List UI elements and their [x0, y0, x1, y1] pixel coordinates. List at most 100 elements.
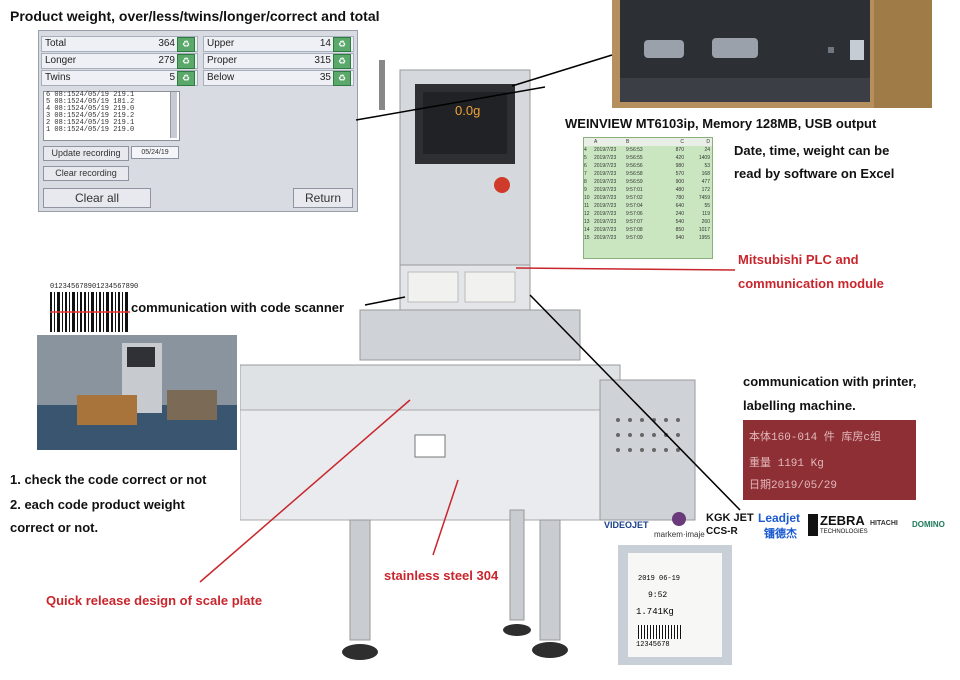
sheet-cell: 2019/7/23: [594, 171, 617, 177]
clear-recording-button[interactable]: Clear recording: [43, 166, 129, 181]
check-caption-1: 1. check the code correct or not: [10, 472, 207, 487]
sheet-cell: 9:56:59: [626, 179, 643, 185]
barcode-digits: 01234567890123456789​0: [50, 283, 139, 291]
brand-hitachi: HITACHI: [870, 520, 898, 527]
sheet-cell: 260: [701, 219, 710, 225]
list-item: 3 08:1524/05/19 219.2: [46, 112, 135, 120]
brand-ccsr: CCS-R: [706, 526, 738, 537]
sheet-cell: 980: [675, 163, 684, 169]
sheet-cell: 2019/7/23: [594, 155, 617, 161]
sheet-cell: 640: [675, 203, 684, 209]
list-scrollbar[interactable]: [170, 92, 177, 138]
emergency-stop-icon: [494, 177, 510, 193]
counter-value: 5: [169, 72, 175, 83]
sheet-cell: 477: [701, 179, 710, 185]
sheet-cell: 9: [584, 187, 587, 193]
sheet-cell: 9:57:01: [626, 187, 643, 193]
sheet-cell: 9:57:08: [626, 227, 643, 233]
recycle-icon[interactable]: ♻: [177, 37, 195, 52]
counter-twins: Twins 5 ♻: [41, 70, 198, 86]
sheet-cell: 480: [675, 187, 684, 193]
brand-domino: DOMINO: [912, 520, 945, 529]
sheet-cell: 168: [701, 171, 710, 177]
sheet-cell: 55: [704, 203, 710, 209]
recycle-icon[interactable]: ♻: [177, 54, 195, 69]
sheet-cell: 6: [584, 163, 587, 169]
list-item: 5 08:1524/05/19 181.2: [46, 98, 135, 106]
list-item: 4 08:1524/05/19 219.0: [46, 105, 135, 113]
sheet-cell: 570: [675, 171, 684, 177]
counter-value: 315: [314, 55, 331, 66]
label-barcode-icon: [638, 625, 682, 639]
hmi-model-caption: WEINVIEW MT6103ip, Memory 128MB, USB out…: [565, 116, 877, 131]
brand-videojet: VIDEOJET: [604, 520, 649, 530]
excel-caption-line2: read by software on Excel: [734, 166, 895, 181]
counter-proper: Proper 315 ♻: [203, 53, 354, 69]
hmi-panel: Total 364 ♻ Longer 279 ♻ Twins 5 ♻ Upper…: [38, 30, 358, 212]
sheet-header-cell: C: [680, 139, 684, 145]
label-card: 2019 06-19 9:52 1.741Kg 12345678: [628, 553, 722, 657]
sheet-header-cell: B: [626, 139, 630, 145]
sheet-cell: 420: [675, 155, 684, 161]
sheet-cell: 9:57:02: [626, 195, 643, 201]
brand-zebra-sub: TECHNOLOGIES: [820, 529, 868, 535]
sheet-cell: 8: [584, 179, 587, 185]
sheet-cell: 9:57:09: [626, 235, 643, 241]
record-list[interactable]: 6 08:1524/05/19 219.1 5 08:1524/05/19 18…: [43, 91, 180, 141]
sheet-cell: 1017: [698, 227, 710, 233]
excel-caption-line1: Date, time, weight can be: [734, 143, 890, 158]
sheet-cell: 850: [675, 227, 684, 233]
sheet-cell: 2019/7/23: [594, 179, 617, 185]
recycle-icon[interactable]: ♻: [333, 54, 351, 69]
counter-label: Proper: [207, 55, 238, 66]
counter-upper: Upper 14 ♻: [203, 36, 354, 52]
return-button[interactable]: Return: [293, 188, 353, 208]
scanner-caption: communication with code scanner: [131, 300, 345, 315]
label-date: 2019 06-19: [638, 575, 681, 583]
counter-value: 364: [158, 38, 175, 49]
sheet-cell: 172: [701, 187, 710, 193]
sheet-cell: 2019/7/23: [594, 187, 617, 193]
sheet-cell: 24: [704, 147, 710, 153]
sheet-cell: 9:57:07: [626, 219, 643, 225]
recycle-icon[interactable]: ♻: [333, 71, 351, 86]
sheet-cell: 7459: [698, 195, 710, 201]
clear-all-button[interactable]: Clear all: [43, 188, 151, 208]
sheet-cell: 119: [702, 211, 710, 217]
check-caption-2b: correct or not.: [10, 520, 99, 535]
sheet-cell: 15: [584, 235, 590, 241]
sheet-cell: 13: [584, 219, 590, 225]
sheet-cell: 2019/7/23: [594, 147, 617, 153]
recycle-icon[interactable]: ♻: [333, 37, 351, 52]
counter-value: 14: [319, 38, 331, 49]
sheet-cell: 53: [704, 163, 710, 169]
usb-port-icon: [850, 40, 864, 60]
sheet-cell: 14: [584, 227, 590, 233]
recycle-icon[interactable]: ♻: [177, 71, 195, 86]
counter-longer: Longer 279 ♻: [41, 53, 198, 69]
label-weight: 1.741Kg: [636, 607, 674, 617]
update-recording-button[interactable]: Update recording: [43, 146, 129, 161]
inkjet-print-sample: 本体160-014 件 库房c组 重量 1191 Kg 日期2019/05/29: [743, 420, 916, 500]
counter-label: Total: [45, 38, 67, 49]
print-line-2: 重量 1191 Kg: [749, 458, 824, 470]
communication-module: [464, 271, 516, 303]
counter-label: Twins: [45, 72, 71, 83]
print-line-1: 本体160-014 件 库房c组: [749, 432, 882, 444]
date-field[interactable]: 05/24/19: [131, 146, 179, 159]
sheet-cell: 2019/7/23: [594, 195, 617, 201]
serial-port-icon: [712, 38, 758, 58]
sheet-cell: 9:57:04: [626, 203, 643, 209]
connector-photo: [612, 0, 932, 108]
counter-below: Below 35 ♻: [203, 70, 354, 86]
